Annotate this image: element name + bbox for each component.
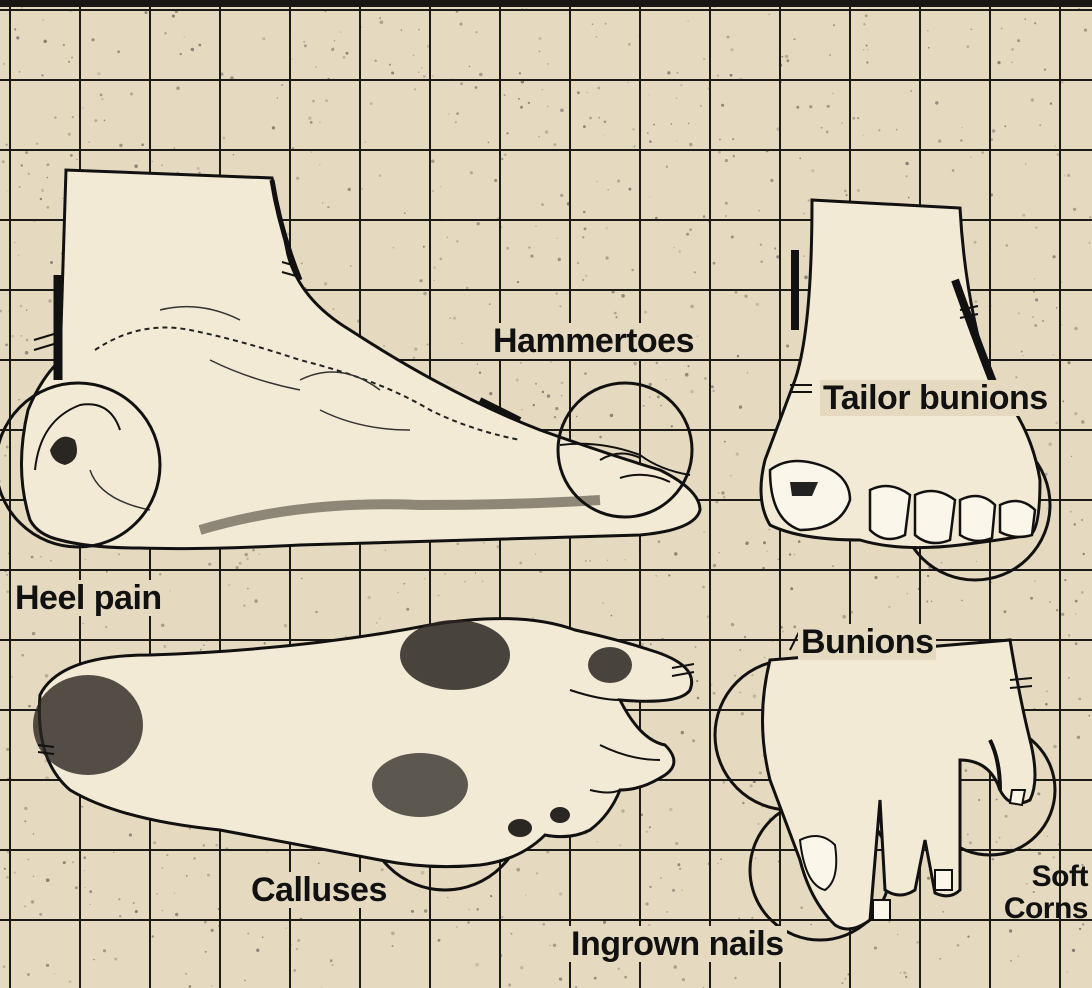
label-heel-pain: Heel pain xyxy=(12,580,165,616)
label-tailor-bunions: Tailor bunions xyxy=(820,380,1051,416)
label-soft-corns-line2: Corns xyxy=(993,893,1088,925)
front-view-foot xyxy=(761,200,1040,548)
label-soft-corns-line1: Soft xyxy=(993,861,1088,893)
sole-view-foot xyxy=(33,619,694,867)
label-calluses: Calluses xyxy=(248,872,390,908)
label-hammertoes: Hammertoes xyxy=(490,323,697,359)
label-bunions: Bunions xyxy=(798,624,936,660)
label-soft-corns: Soft Corns xyxy=(990,860,1091,925)
label-ingrown-nails: Ingrown nails xyxy=(568,926,787,962)
